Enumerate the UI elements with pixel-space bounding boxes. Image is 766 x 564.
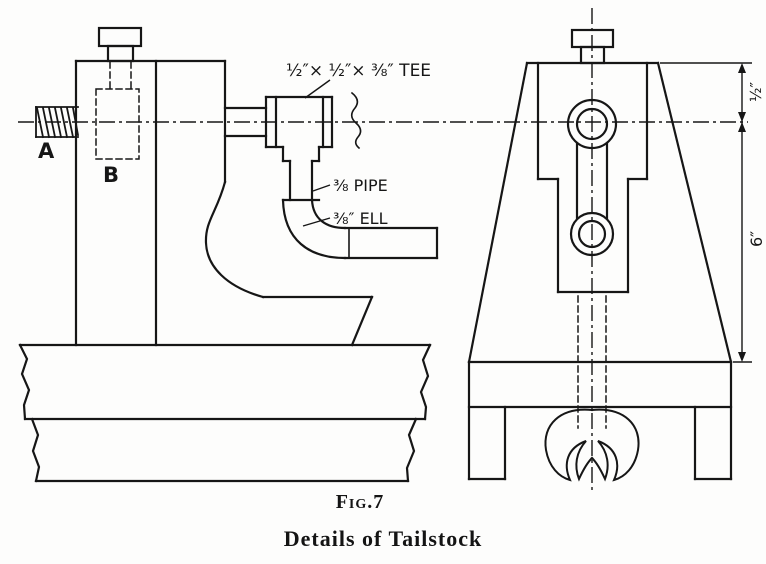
clamp-bolt-front — [570, 28, 615, 65]
ell-leader — [302, 217, 331, 227]
figure-caption: Details of Tailstock — [283, 526, 483, 551]
pipe-leader — [312, 184, 331, 192]
label-b: B — [103, 163, 119, 187]
left-view — [18, 26, 439, 483]
hidden-bolt-shank — [95, 61, 140, 160]
tailstock-column — [74, 59, 374, 347]
tee-label: ½″× ½″× ⅜″ TEE — [286, 61, 431, 81]
leader-lines — [302, 79, 331, 227]
bench-side — [18, 343, 432, 483]
clamp-bolt-side — [97, 26, 143, 63]
clamp-plate — [544, 408, 640, 482]
label-a: A — [38, 139, 55, 163]
dimension-arrowheads — [738, 63, 746, 362]
annotation-text: ½″× ½″× ⅜″ TEE A B ⅜ PIPE ⅜″ ELL ½″ 6″ — [38, 61, 766, 247]
spindle-holes — [566, 98, 618, 257]
right-view — [467, 28, 733, 482]
figure-number: Fig.7 — [335, 491, 385, 513]
pipe-label: ⅜ PIPE — [333, 176, 388, 195]
dimension-lines — [660, 62, 752, 363]
tee-fitting — [223, 95, 334, 202]
pipe-elbow — [281, 198, 439, 260]
dim-six-inch-label: 6″ — [747, 231, 766, 247]
ink-scribble — [350, 91, 362, 150]
set-screw — [35, 106, 80, 139]
tee-leader — [304, 79, 331, 99]
bench-front — [467, 360, 733, 481]
ell-label: ⅜″ ELL — [333, 209, 388, 228]
tailstock-body-front — [467, 61, 733, 364]
dim-half-inch-label: ½″ — [747, 81, 765, 102]
